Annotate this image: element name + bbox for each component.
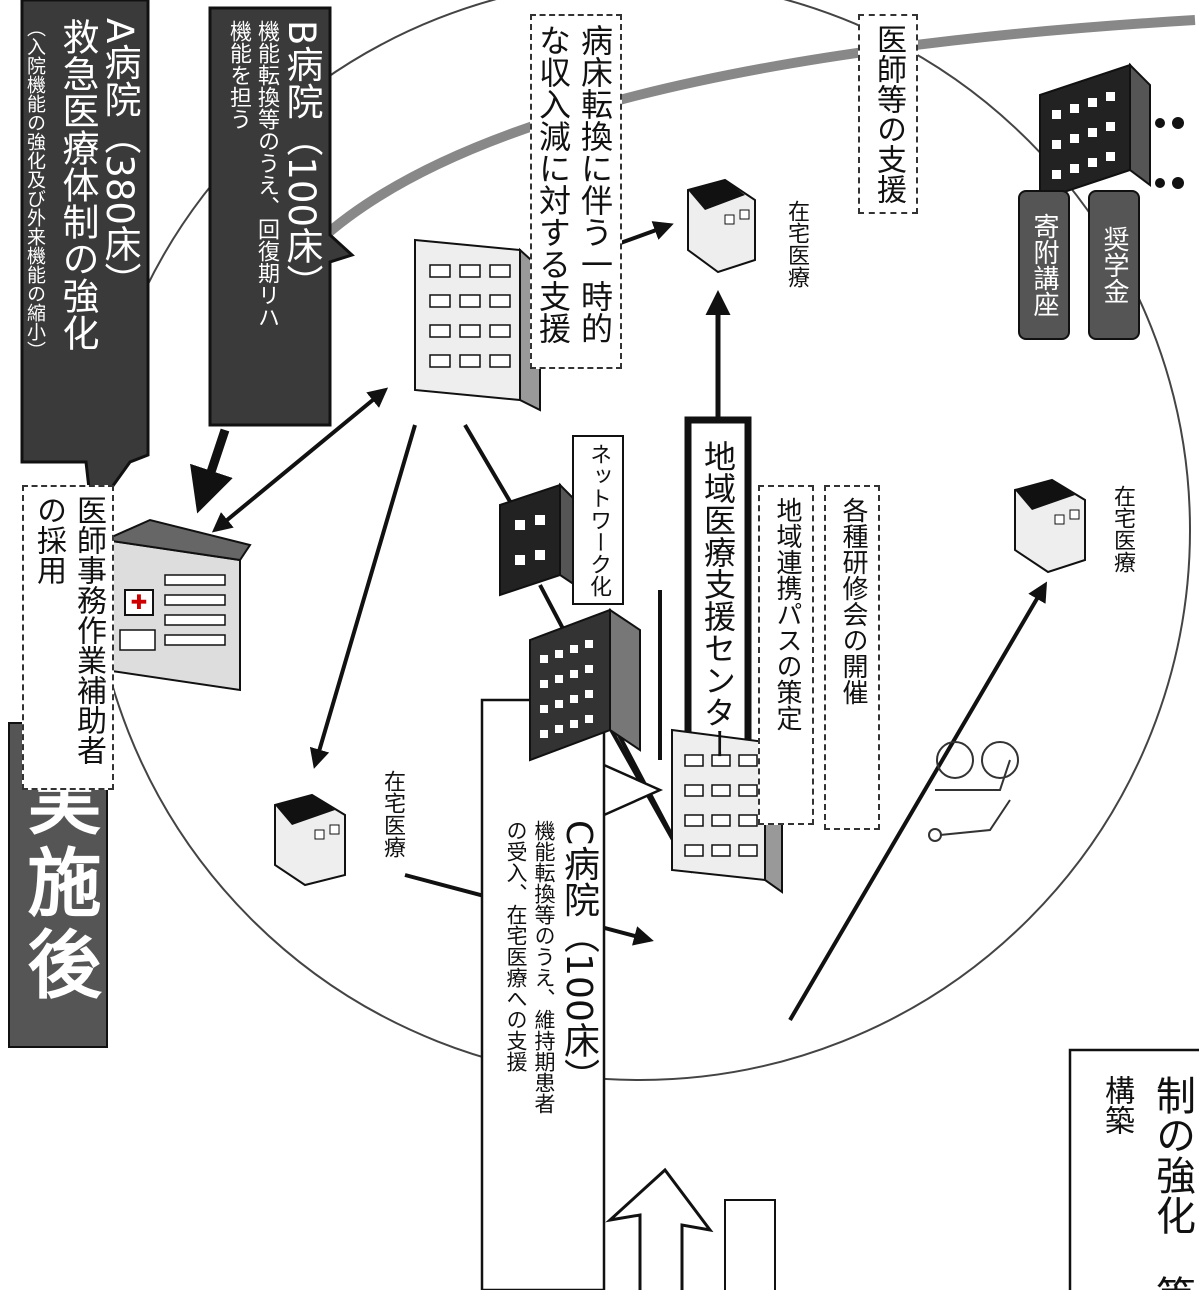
bottom-small-box [724, 1199, 776, 1290]
arrow-b-home [309, 424, 417, 769]
network-text: ネットワーク化 [586, 443, 611, 597]
bed-conversion-box: 病床転換に伴う一時的 な収入減に対する支援 [530, 14, 622, 369]
page-title-text: 実施後 [15, 762, 101, 1008]
hospital-c-role: 機能転換等のうえ、維持期患者 [532, 820, 556, 1114]
pathway-text: 地域連携パスの策定 [772, 497, 802, 731]
endowed-chair-text: 寄附講座 [1029, 213, 1059, 317]
bottom-sub-text: 構築 [1099, 1075, 1134, 1135]
support-center-text: 地域医療支援センター [699, 440, 737, 760]
wheelchair-icon [928, 741, 1019, 842]
university-building [1039, 62, 1151, 202]
hospital-b-label: B病院（100床） 機能転換等のうえ、回復期リハ 機能を担う [222, 20, 323, 420]
hospital-a-role: 救急医療体制の強化 [56, 18, 99, 351]
hospital-a-label: A病院（380床） 救急医療体制の強化 （入院機能の強化及び外来機能の縮小） [24, 18, 141, 458]
arrow-c-home-right [788, 581, 1048, 1022]
people-icon [1155, 117, 1184, 189]
training-box: 各種研修会の開催 [824, 485, 880, 830]
home-care-text-left: 在宅医療 [380, 770, 405, 858]
home-care-label-left: 在宅医療 [378, 770, 408, 880]
home-house-left [274, 793, 346, 887]
doctor-support-text: 医師等の支援 [871, 24, 906, 204]
arrow-b-home-top [614, 221, 674, 247]
arrow-b-to-a [190, 428, 233, 514]
bottom-main-text: 制の強化 等 [1149, 1075, 1195, 1290]
home-care-text-right: 在宅医療 [1110, 485, 1135, 573]
hospital-a-note: （入院機能の強化及び外来機能の縮小） [24, 18, 46, 360]
support-arc [316, 15, 1196, 244]
support-center[interactable]: 地域医療支援センター [698, 440, 738, 830]
svg-text:✚: ✚ [131, 590, 148, 614]
bed-conversion-text: 病床転換に伴う一時的 [576, 24, 614, 344]
up-arrow-outline [605, 1167, 714, 1290]
network-building [499, 482, 576, 597]
bed-conversion-text-2: な収入減に対する支援 [534, 24, 572, 344]
training-text: 各種研修会の開催 [838, 497, 868, 705]
bottom-box [1068, 1048, 1199, 1290]
home-care-label-top: 在宅医療 [782, 200, 812, 310]
hospital-b-role: 機能転換等のうえ、回復期リハ [254, 20, 279, 328]
network-label: ネットワーク化 [572, 435, 624, 605]
hospital-b-role2: 機能を担う [226, 20, 251, 130]
scholarship-badge: 奨学金 [1088, 190, 1140, 340]
hospital-b-name: B病院（100床） [280, 20, 323, 302]
clerk-text: 医師事務作業補助者 [71, 495, 106, 765]
hospital-c-name: C病院（100床） [558, 820, 599, 1094]
endowed-chair-badge: 寄附講座 [1018, 190, 1070, 340]
hospital-a-building: ✚ [101, 518, 252, 692]
home-house-right [1014, 478, 1086, 574]
hospital-b-building [414, 238, 541, 412]
hospital-a-name: A病院（380床） [98, 18, 141, 299]
city-building [529, 590, 662, 762]
callout-b [208, 6, 355, 427]
home-care-label-right: 在宅医療 [1108, 485, 1138, 595]
doctor-support-box: 医師等の支援 [858, 14, 918, 214]
hospital-c-label: C病院（100床） 機能転換等のうえ、維持期患者 の受入、在宅医療への支援 [494, 820, 599, 1280]
hospital-c-role2: の受入、在宅医療への支援 [504, 820, 528, 1072]
line-b-network [463, 423, 517, 512]
clerk-text-2: の採用 [31, 495, 66, 585]
home-house-top [687, 178, 756, 274]
bottom-box-text: 制の強化 等 構築 [1090, 1075, 1199, 1290]
pathway-box: 地域連携パスの策定 [758, 485, 814, 825]
clerk-box: 医師事務作業補助者 の採用 [22, 485, 114, 790]
arrow-a-b [211, 387, 389, 533]
scholarship-text: 奨学金 [1099, 226, 1129, 304]
home-care-text-top: 在宅医療 [784, 200, 809, 288]
